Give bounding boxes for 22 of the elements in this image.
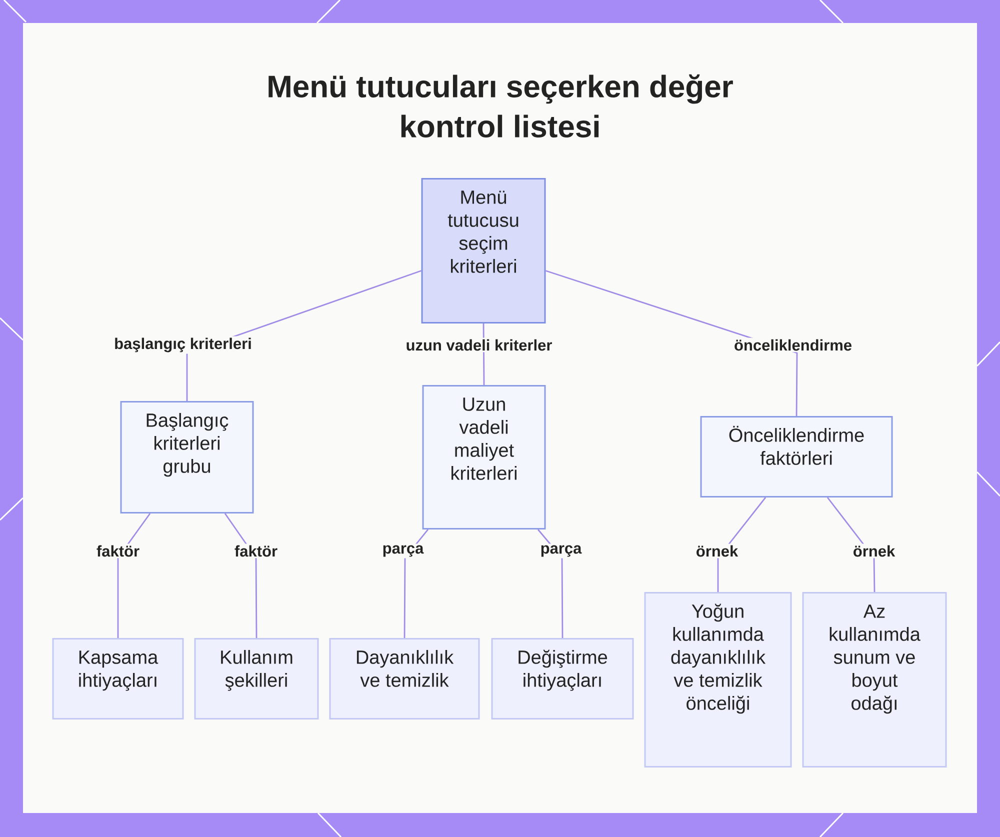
edge-label: uzun vadeli kriterler	[404, 338, 554, 352]
connector-line	[117, 513, 151, 638]
edge-label: parça	[380, 544, 426, 558]
edge-label: başlangıç kriterleri	[112, 336, 254, 354]
leaf-box: Kullanım şekilleri	[194, 638, 319, 720]
title: Menü tutucuları seçerken değer kontrol listesi	[268, 74, 733, 138]
leaf-box: Kapsama ihtiyaçları	[52, 638, 184, 720]
edge-label: örnek	[850, 544, 898, 558]
category-box: Önceliklendirme faktörleri	[700, 416, 893, 498]
edge-label: önceliklendirme	[732, 338, 854, 352]
leaf-box: Değiştirme ihtiyaçları	[491, 638, 634, 720]
edge-label: faktör	[94, 544, 142, 558]
leaf-box: Az kullanımda sunum ve boyut odağı	[802, 592, 947, 768]
edge-label: parça	[538, 544, 584, 558]
connector-line	[224, 513, 258, 638]
root-box: Menü tutucusu seçim kriterleri	[421, 178, 546, 324]
leaf-box: Yoğun kullanımda dayanıklılık ve temizlik önceliği	[644, 592, 792, 768]
leaf-box: Dayanıklılık ve temizlik	[329, 638, 480, 720]
edge-label: örnek	[694, 544, 740, 558]
edge-label: faktör	[232, 544, 280, 558]
category-box: Uzun vadeli maliyet kriterleri	[422, 385, 546, 530]
category-box: Başlangıç kriterleri grubu	[120, 401, 254, 514]
